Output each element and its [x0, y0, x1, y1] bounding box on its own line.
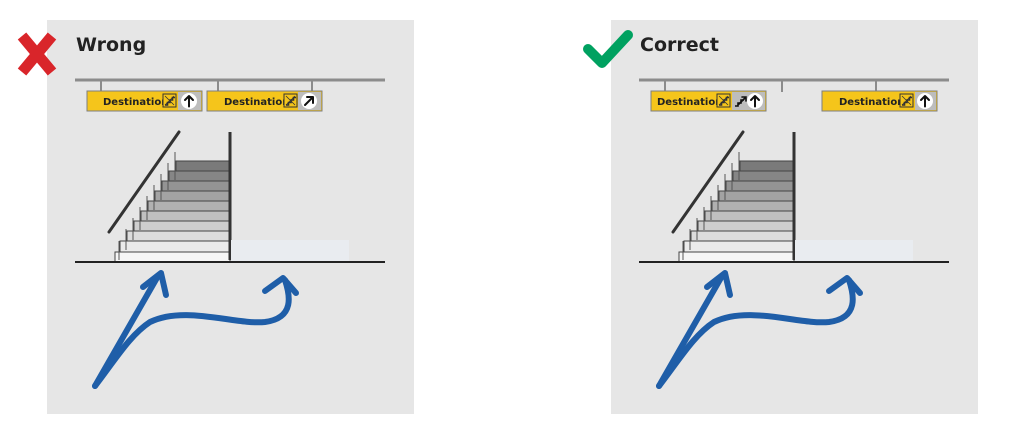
- sign-text: Destination: [103, 97, 168, 108]
- arrow-up-icon: [180, 92, 198, 110]
- arrow-up-right-icon: [301, 93, 317, 109]
- sign-text: Destination: [657, 97, 722, 108]
- stairs-symbol-icon: [899, 93, 914, 108]
- correct-sign-2: Destination: [821, 90, 938, 112]
- sign-text: Destination: [224, 97, 289, 108]
- correct-sign-1: Destination: [650, 90, 767, 112]
- wrong-scene: [75, 80, 385, 386]
- stairs-symbol-icon: [162, 93, 177, 108]
- stairs-symbol-icon: [716, 93, 731, 108]
- correct-scene: [639, 80, 949, 386]
- panel-title-correct: Correct: [640, 34, 719, 56]
- stairs-up-right-icon: [735, 96, 747, 107]
- wrong-sign-2: Destination: [206, 90, 323, 112]
- arrow-up-icon: [916, 92, 934, 110]
- cross-icon: [17, 32, 57, 76]
- wrong-sign-1: Destination: [86, 90, 203, 112]
- sign-text: Destination: [839, 97, 904, 108]
- checkmark-icon: [583, 30, 633, 68]
- stairs-symbol-icon: [283, 93, 298, 108]
- panel-title-wrong: Wrong: [76, 34, 147, 56]
- arrow-up-icon: [746, 92, 764, 110]
